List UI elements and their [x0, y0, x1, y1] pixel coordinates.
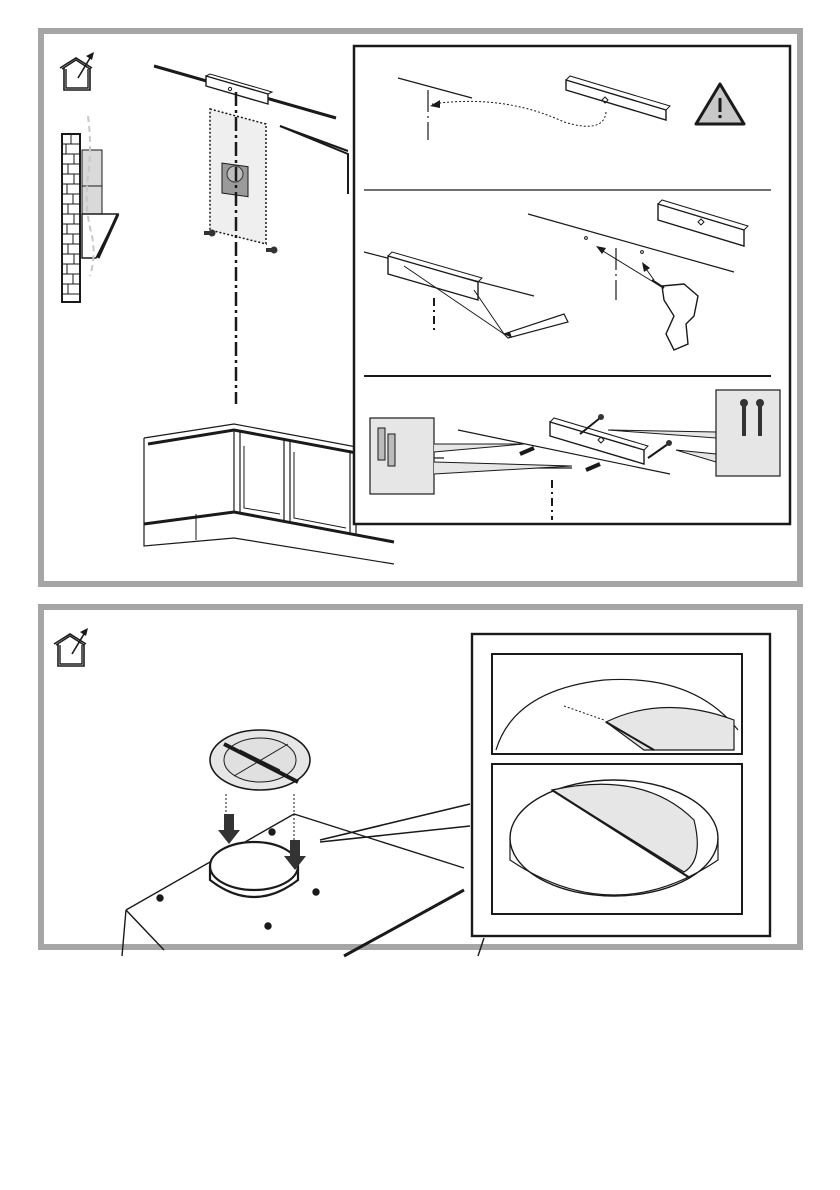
non-return-flap	[210, 730, 310, 790]
wall-hood-side-view	[62, 116, 118, 302]
house-with-exhaust-icon	[54, 628, 88, 666]
detail-insert-flap	[492, 654, 742, 754]
detail-flap-seated	[492, 764, 742, 914]
wall-bracket-main	[154, 66, 336, 118]
valve-installation-panel	[38, 604, 803, 950]
socket-area	[204, 92, 278, 404]
detail-steps-box	[354, 46, 790, 524]
screw-icon	[204, 230, 216, 237]
valve-collar	[210, 842, 298, 897]
screw-icon	[266, 247, 278, 254]
wall-bracket-panel	[38, 28, 803, 587]
house-with-exhaust-icon	[60, 52, 94, 90]
valve-detail-box	[472, 634, 770, 936]
hood-top	[122, 814, 464, 956]
valve-installation-illustration	[44, 610, 809, 956]
wall-bracket-illustration	[44, 34, 809, 593]
down-arrow-icon	[218, 814, 240, 844]
